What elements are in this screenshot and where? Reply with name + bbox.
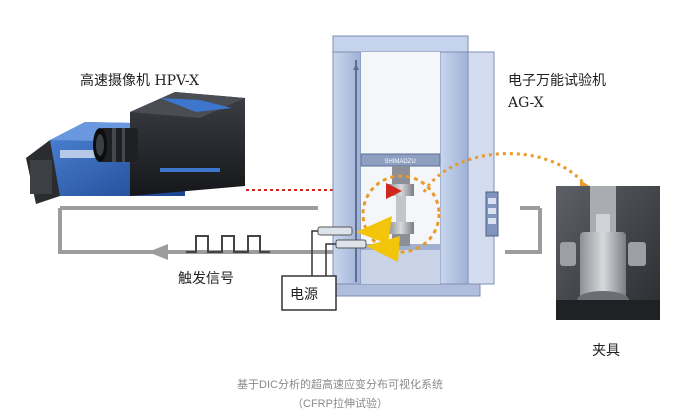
camera-label: 高速摄像机 HPV-X: [80, 73, 200, 89]
camera-lens: [93, 128, 138, 162]
fixture-photo: [556, 186, 660, 320]
caption-line1: 基于DIC分析的超高速应变分布可视化系统: [237, 379, 443, 391]
trigger-label: 触发信号: [178, 271, 234, 287]
high-speed-camera: [26, 92, 245, 204]
trigger-arrow: [148, 244, 168, 260]
sensor-cables: [311, 226, 367, 276]
tester-label-line1: 电子万能试验机: [508, 73, 606, 89]
laser-target-marker: [386, 183, 402, 199]
tester-label-line2: AG-X: [508, 95, 544, 111]
caption-line2: （CFRP拉伸试验）: [292, 398, 388, 410]
yellow-arrow-upper: [356, 216, 392, 244]
testing-machine: SHIMADZU: [319, 35, 499, 297]
zoom-arc: [422, 152, 588, 193]
brand-text: SHIMADZU: [384, 159, 415, 165]
trigger-pulse: [186, 235, 270, 253]
yellow-arrow-lower: [366, 236, 400, 262]
region-of-interest: [361, 174, 441, 254]
fixture-label: 夹具: [592, 343, 620, 359]
power-label: 电源: [290, 287, 318, 303]
power-supply-box: [281, 275, 337, 311]
